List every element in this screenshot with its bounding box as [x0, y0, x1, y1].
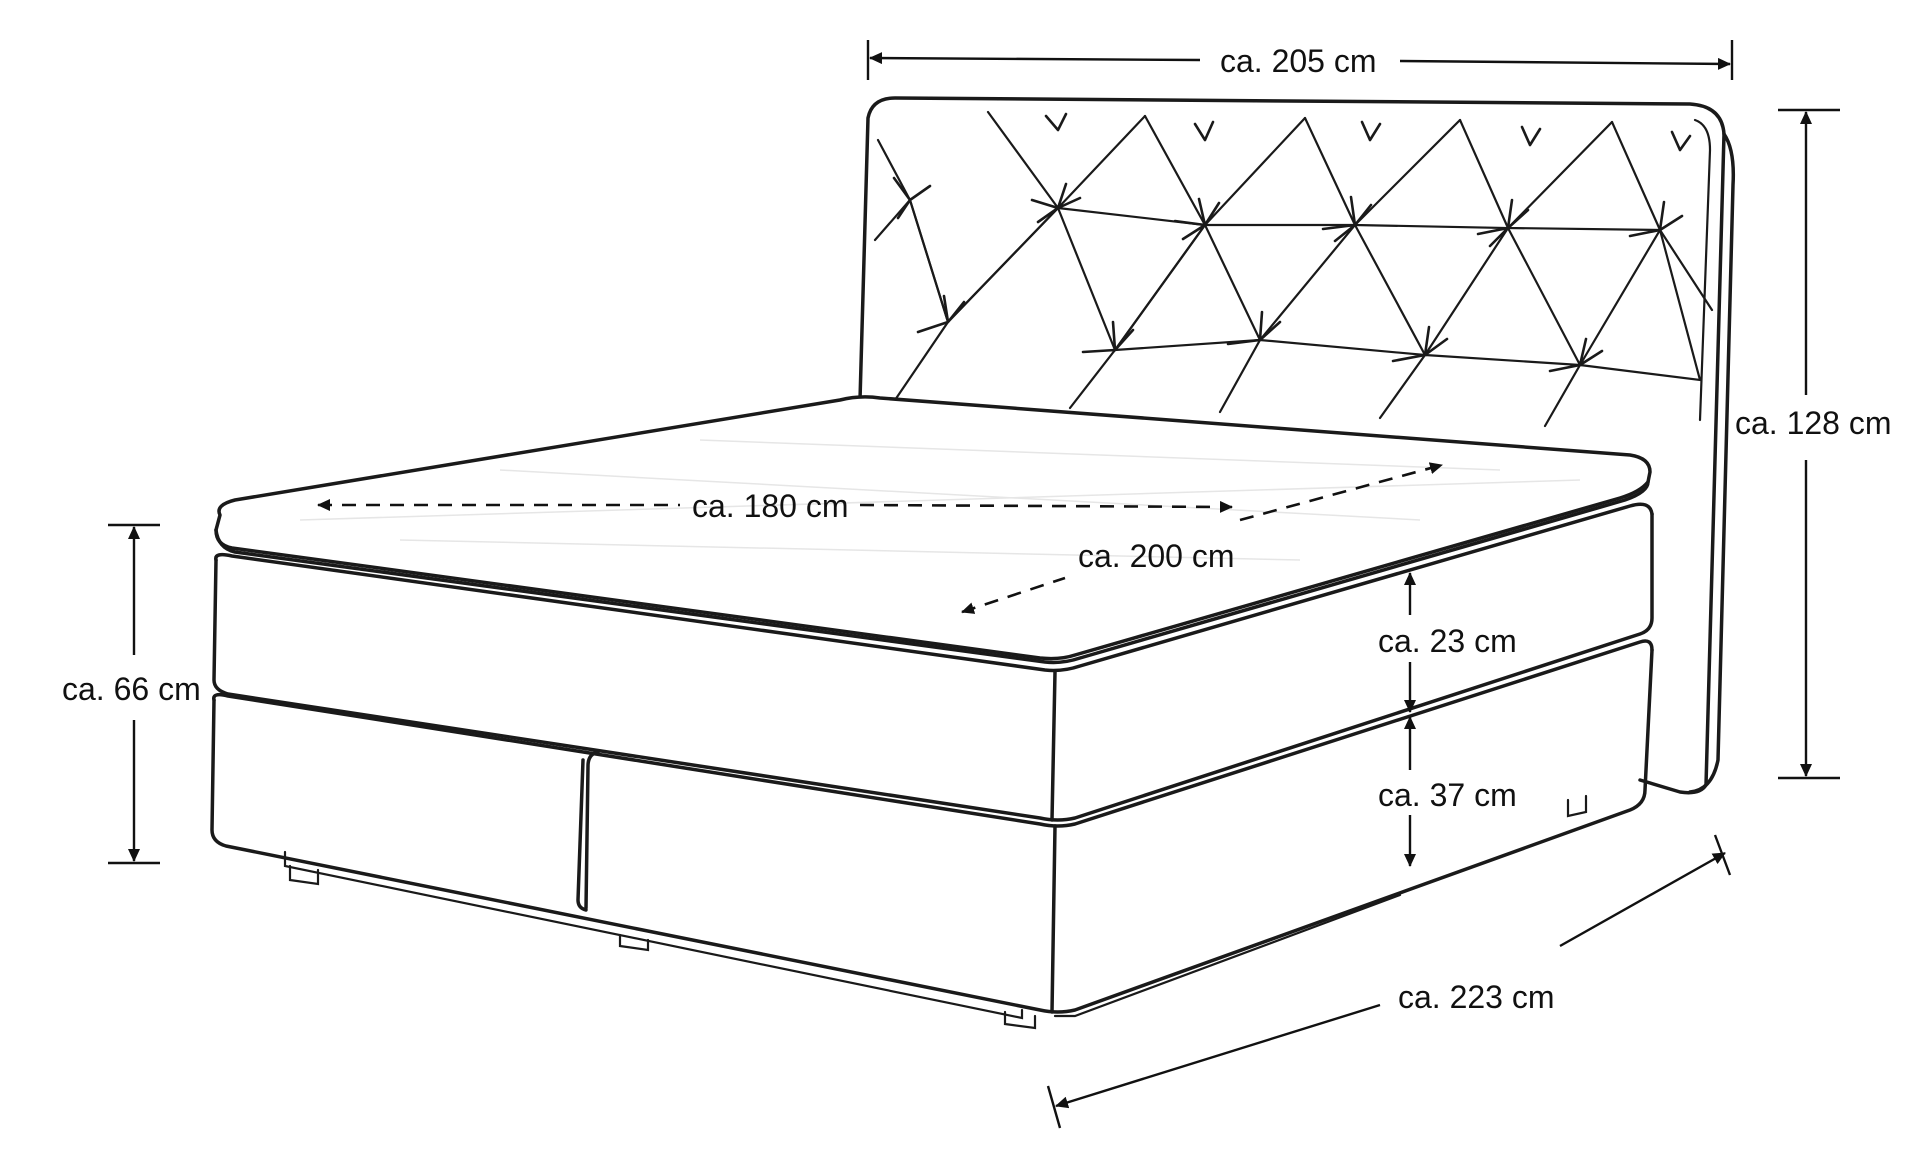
label-mattress-length: ca. 200 cm [1078, 538, 1235, 574]
label-mattress-width: ca. 180 cm [692, 488, 849, 524]
label-topper-height: ca. 23 cm [1378, 623, 1517, 659]
label-total-height: ca. 66 cm [62, 671, 201, 707]
headboard-tufts [892, 112, 1692, 373]
label-base-height: ca. 37 cm [1378, 777, 1517, 813]
headboard [858, 96, 1736, 795]
dimension-labels: ca. 205 cm ca. 128 cm ca. 180 cm ca. 200… [62, 43, 1892, 1015]
upper-box [212, 502, 1654, 822]
bed-drawing [210, 96, 1736, 1030]
label-total-length: ca. 223 cm [1398, 979, 1555, 1015]
label-headboard-height: ca. 128 cm [1735, 405, 1892, 441]
headboard-tufting [873, 110, 1714, 428]
lower-box [210, 639, 1654, 1030]
label-headboard-width: ca. 205 cm [1220, 43, 1377, 79]
dimension-lines [108, 40, 1840, 1129]
